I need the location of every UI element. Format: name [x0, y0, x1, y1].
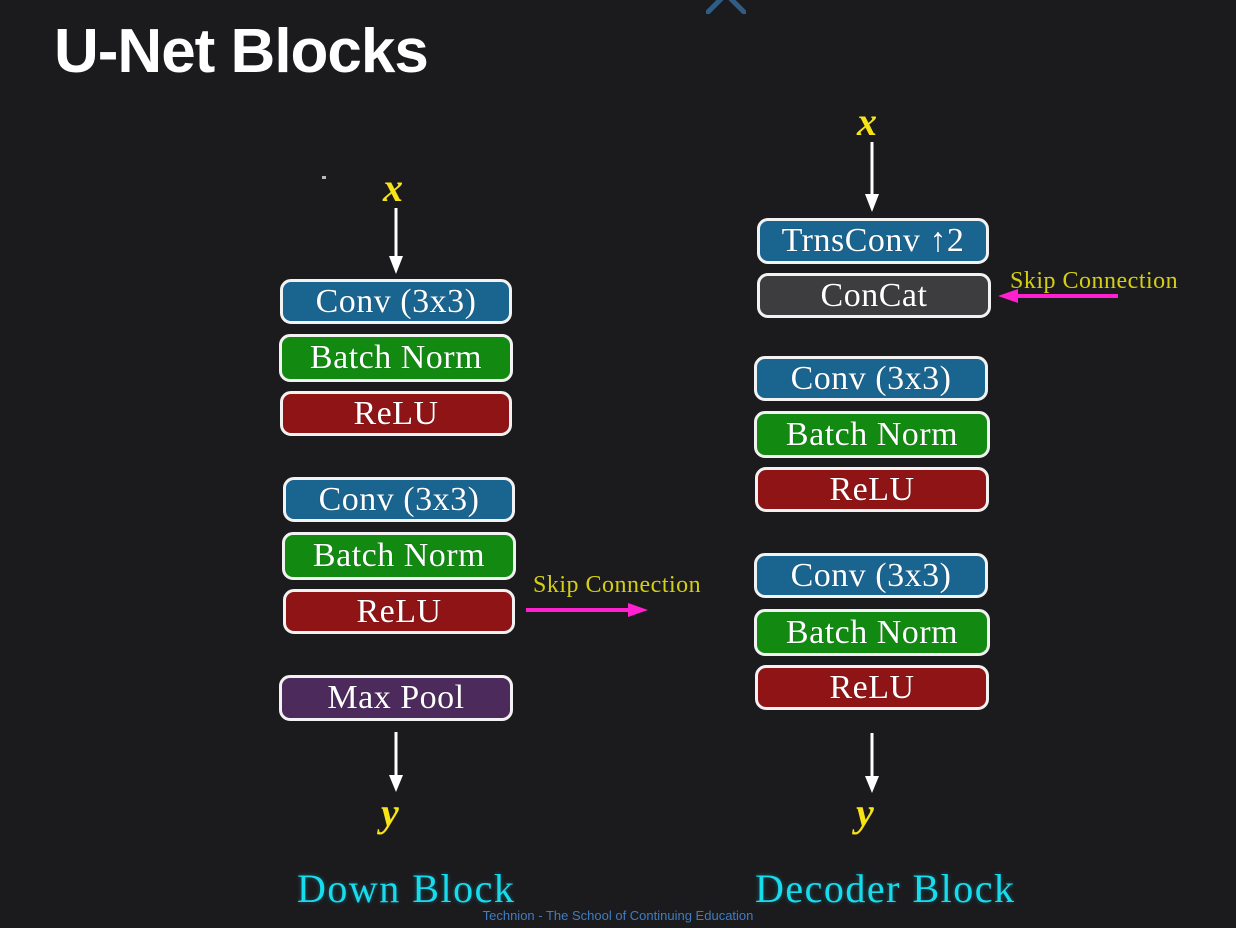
arrow-down-to-trnsconv	[862, 142, 882, 214]
stray-dot-artifact	[322, 176, 326, 179]
down-block-relu-2[interactable]: ReLU	[283, 589, 515, 634]
decoder-block-batchnorm-1[interactable]: Batch Norm	[754, 411, 990, 458]
decoder-block-batchnorm-2[interactable]: Batch Norm	[754, 609, 990, 656]
down-block-maxpool[interactable]: Max Pool	[279, 675, 513, 721]
down-block-skip-connection-label: Skip Connection	[533, 572, 702, 598]
down-block-input-symbol: x	[383, 165, 403, 210]
down-block-conv-2[interactable]: Conv (3x3)	[283, 477, 515, 522]
decoder-block-relu-1[interactable]: ReLU	[755, 467, 989, 512]
arrow-down-to-y-left	[386, 732, 406, 794]
decoder-block-skip-connection-label: Skip Connection	[1010, 268, 1179, 294]
decoder-block-trnsconv[interactable]: TrnsConv ↑2	[757, 218, 989, 264]
down-block-skip-connection-arrow	[526, 600, 650, 620]
decoder-block-skip-connection-arrow	[998, 286, 1120, 306]
footer-text: Technion - The School of Continuing Educ…	[482, 908, 754, 923]
decoder-block-concat[interactable]: ConCat	[757, 273, 991, 318]
down-block-batchnorm-2[interactable]: Batch Norm	[282, 532, 516, 580]
decoder-block-conv-1[interactable]: Conv (3x3)	[754, 356, 988, 401]
down-block-conv-1[interactable]: Conv (3x3)	[280, 279, 512, 324]
down-block-caption: Down Block	[297, 866, 516, 911]
down-block-batchnorm-1[interactable]: Batch Norm	[279, 334, 513, 382]
down-block-output-symbol: y	[381, 790, 399, 835]
chevron-up-icon	[706, 0, 746, 14]
page-title: U-Net Blocks	[54, 17, 429, 86]
decoder-block-conv-2[interactable]: Conv (3x3)	[754, 553, 988, 598]
decoder-block-relu-2[interactable]: ReLU	[755, 665, 989, 710]
arrow-down-to-y-right	[862, 733, 882, 795]
down-block-relu-1[interactable]: ReLU	[280, 391, 512, 436]
decoder-block-output-symbol: y	[856, 790, 874, 835]
arrow-down-to-conv1	[386, 208, 406, 276]
decoder-block-caption: Decoder Block	[755, 866, 1016, 911]
decoder-block-input-symbol: x	[857, 99, 877, 144]
